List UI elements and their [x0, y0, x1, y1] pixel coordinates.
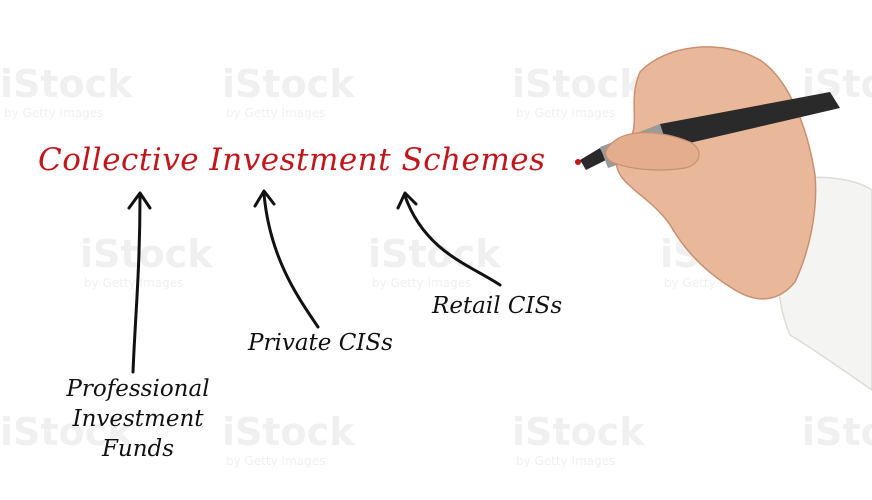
arrow-professional [127, 191, 152, 374]
label-private-cis: Private CISs [248, 330, 393, 356]
hand [615, 46, 817, 300]
thumb [605, 132, 700, 171]
arrow-retail [396, 191, 502, 287]
label-retail-cis: Retail CISs [432, 293, 563, 319]
diagram-title: Collective Investment Schemes [38, 142, 546, 178]
arrow-private [253, 189, 320, 329]
label-line: Investment [72, 406, 204, 432]
label-line: Funds [101, 436, 175, 462]
label-professional-investment-funds: Professional Investment Funds [46, 374, 230, 464]
label-line: Professional [66, 376, 210, 402]
